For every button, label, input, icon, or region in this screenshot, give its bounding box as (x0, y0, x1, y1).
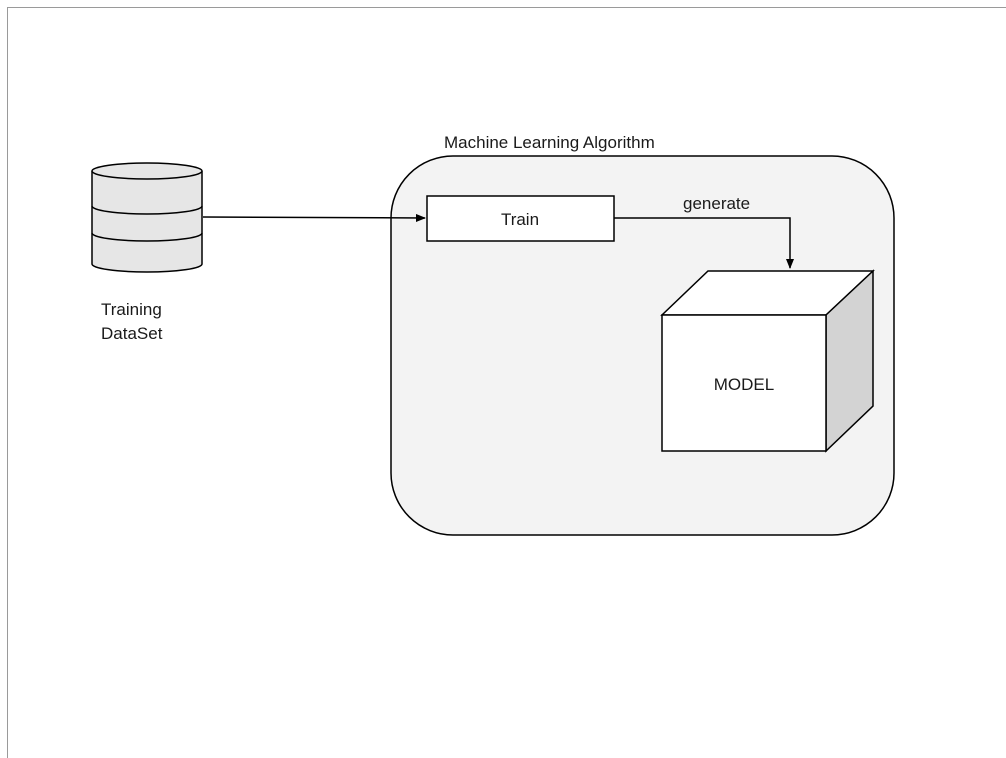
database-icon (91, 162, 203, 273)
frame-border-left (7, 7, 8, 758)
train-to-model-arrow (614, 217, 794, 269)
generate-edge-label: generate (683, 194, 750, 213)
dataset-to-train-arrow (202, 213, 426, 222)
dataset-label-line1: Training (101, 300, 162, 319)
model-label: MODEL (714, 375, 774, 394)
algorithm-container-title: Machine Learning Algorithm (444, 133, 655, 152)
train-label: Train (501, 210, 539, 229)
cube-icon (660, 269, 875, 453)
dataset-label-line2: DataSet (101, 324, 163, 343)
train-box (426, 195, 615, 242)
frame-border-top (8, 7, 1006, 8)
